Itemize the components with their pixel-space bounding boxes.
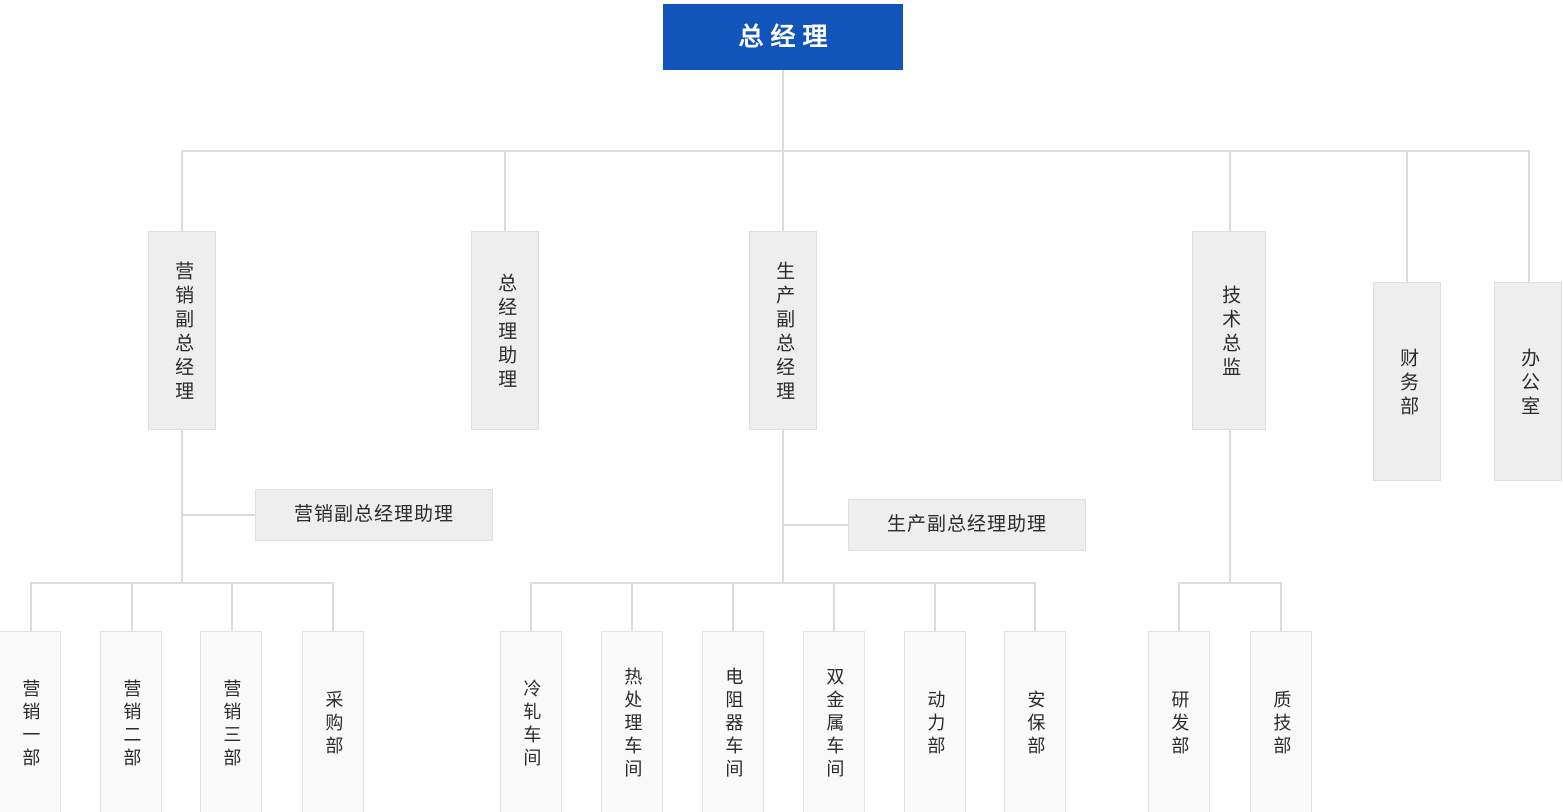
connector-production-child-6 — [1034, 582, 1036, 632]
node-purchasing-dept[interactable]: 采购部 — [302, 631, 364, 812]
connector-marketing-child-2 — [131, 582, 133, 632]
connector-marketing-bus — [30, 582, 334, 584]
connector-technical-child-1 — [1178, 582, 1180, 632]
node-technical-director[interactable]: 技术总监 — [1192, 231, 1266, 430]
connector-production-trunk — [782, 430, 784, 584]
connector-production-child-1 — [530, 582, 532, 632]
connector-production-child-2 — [631, 582, 633, 632]
connector-drop-office — [1528, 150, 1530, 282]
connector-marketing-child-3 — [231, 582, 233, 632]
node-security-dept[interactable]: 安保部 — [1004, 631, 1066, 812]
node-marketing-vice-gm-assistant[interactable]: 营销副总经理助理 — [255, 489, 493, 541]
connector-technical-child-2 — [1280, 582, 1282, 632]
connector-technical-trunk — [1229, 430, 1231, 584]
connector-production-bus — [530, 582, 1035, 584]
connector-drop-tech-director — [1229, 150, 1231, 231]
connector-marketing-child-4 — [332, 582, 334, 632]
node-heat-treatment-workshop[interactable]: 热处理车间 — [601, 631, 663, 812]
connector-marketing-trunk — [181, 430, 183, 584]
connector-drop-marketing-vp — [181, 150, 183, 231]
node-finance-department[interactable]: 财务部 — [1373, 282, 1441, 481]
connector-technical-bus — [1178, 582, 1282, 584]
connector-production-assistant-spur — [782, 524, 850, 526]
node-marketing-vice-gm[interactable]: 营销副总经理 — [148, 231, 216, 430]
node-production-vice-gm-assistant[interactable]: 生产副总经理助理 — [848, 499, 1086, 551]
node-quality-tech-dept[interactable]: 质技部 — [1250, 631, 1312, 812]
connector-drop-finance — [1406, 150, 1408, 282]
node-cold-rolling-workshop[interactable]: 冷轧车间 — [500, 631, 562, 812]
connector-root-stem — [782, 70, 784, 152]
connector-top-bus — [181, 150, 1530, 152]
connector-production-child-5 — [934, 582, 936, 632]
node-marketing-dept-2[interactable]: 营销二部 — [100, 631, 162, 812]
node-gm-assistant[interactable]: 总经理助理 — [471, 231, 539, 430]
connector-production-child-4 — [833, 582, 835, 632]
connector-marketing-child-1 — [30, 582, 32, 632]
node-office[interactable]: 办公室 — [1494, 282, 1562, 481]
node-marketing-dept-3[interactable]: 营销三部 — [200, 631, 262, 812]
connector-production-child-3 — [732, 582, 734, 632]
node-bimetal-workshop[interactable]: 双金属车间 — [803, 631, 865, 812]
node-production-vice-gm[interactable]: 生产副总经理 — [749, 231, 817, 430]
connector-drop-gm-assistant — [504, 150, 506, 231]
connector-drop-production-vp — [782, 150, 784, 231]
node-power-dept[interactable]: 动力部 — [904, 631, 966, 812]
node-rnd-dept[interactable]: 研发部 — [1148, 631, 1210, 812]
node-general-manager[interactable]: 总经理 — [663, 4, 903, 70]
node-marketing-dept-1[interactable]: 营销一部 — [0, 631, 61, 812]
connector-marketing-assistant-spur — [181, 514, 257, 516]
node-resistor-workshop[interactable]: 电阻器车间 — [702, 631, 764, 812]
